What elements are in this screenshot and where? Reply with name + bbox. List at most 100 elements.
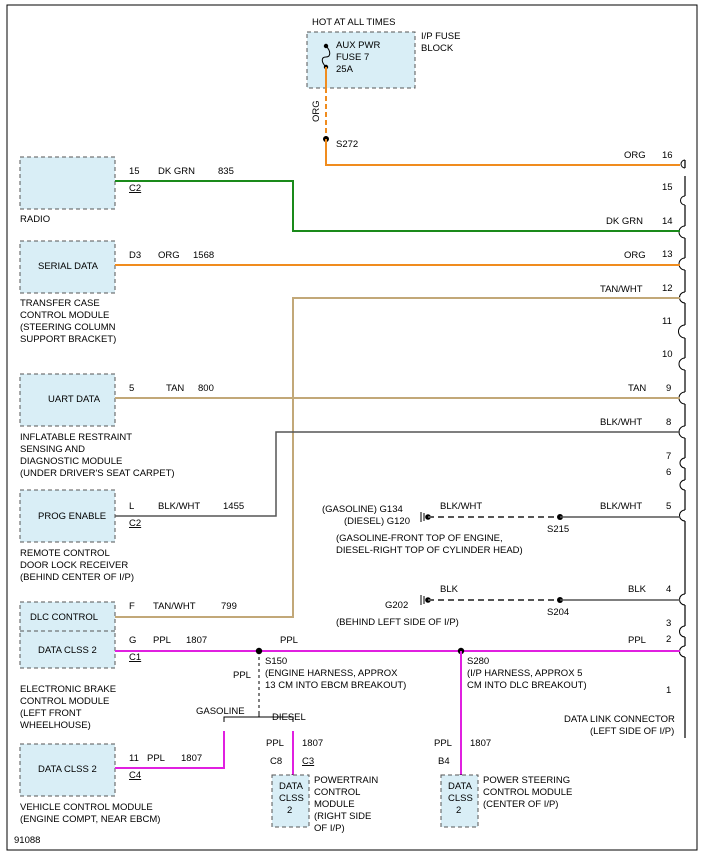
dlc-terminal-7 bbox=[679, 457, 686, 469]
diesel-label: DIESEL bbox=[272, 712, 306, 723]
wire-ppl-vcm bbox=[115, 731, 225, 769]
dlc-pin-12: 12 bbox=[662, 283, 673, 294]
s150-desc-2: 13 CM INTO EBCM BREAKOUT) bbox=[265, 680, 406, 691]
dlc-pin-10: 10 bbox=[662, 349, 673, 360]
dlc-pin-2: 2 bbox=[666, 634, 671, 645]
radio-desc: RADIO bbox=[20, 214, 50, 225]
pscm-desc-3: (CENTER OF I/P) bbox=[483, 799, 558, 810]
pin13-wire-label: ORG bbox=[624, 250, 646, 261]
hot-at-all-times-label: HOT AT ALL TIMES bbox=[312, 17, 395, 28]
dlc-terminal-4 bbox=[679, 593, 686, 606]
uart-desc-2: SENSING AND bbox=[20, 444, 85, 455]
gasoline-label: GASOLINE bbox=[196, 706, 245, 717]
fuse-block-label-2: BLOCK bbox=[421, 43, 454, 54]
dlc-pin-terminals bbox=[678, 159, 686, 658]
dlc-label-2: (LEFT SIDE OF I/P) bbox=[590, 726, 674, 737]
g134-wire-color: BLK/WHT bbox=[440, 501, 482, 512]
s280-desc-2: CM INTO DLC BREAKOUT) bbox=[467, 680, 587, 691]
dlc-terminal-15 bbox=[680, 195, 686, 206]
serial-circuit: 1568 bbox=[193, 250, 214, 261]
dlc-pin-4: 4 bbox=[666, 584, 671, 595]
uart-pin: 5 bbox=[129, 383, 134, 394]
pin4-wire-label: BLK bbox=[628, 584, 647, 595]
dlc-pin-14: 14 bbox=[662, 216, 673, 227]
pcm-box-line-1: DATA bbox=[279, 781, 304, 792]
fuse-wire-color: ORG bbox=[311, 100, 322, 122]
pscm-desc-2: CONTROL MODULE bbox=[483, 787, 572, 798]
g134-label-1: (GASOLINE) G134 bbox=[322, 504, 403, 515]
vcm-pin: 11 bbox=[129, 753, 139, 764]
fuse-symbol bbox=[321, 45, 331, 68]
s272-label: S272 bbox=[336, 139, 358, 150]
pcm-circuit: 1807 bbox=[302, 738, 323, 749]
g202-label: G202 bbox=[385, 600, 408, 611]
pcm-wire-color: PPL bbox=[266, 738, 284, 749]
dlc-pin-3: 3 bbox=[666, 618, 671, 629]
transfer-case-module-box bbox=[19, 240, 116, 294]
ground-g134-symbol bbox=[420, 512, 425, 522]
dlc-pin-13: 13 bbox=[662, 249, 673, 260]
g134-note-1: (GASOLINE-FRONT TOP OF ENGINE, bbox=[336, 533, 503, 544]
dlc-pin-6: 6 bbox=[666, 467, 671, 478]
ebcm-pin-f: F bbox=[129, 601, 135, 612]
prog-pin: L bbox=[129, 501, 134, 512]
vcm-box bbox=[19, 743, 116, 797]
prog-desc-2: DOOR LOCK RECEIVER bbox=[20, 560, 128, 571]
wire-blkwht-8 bbox=[115, 431, 680, 517]
uart-data-label: UART DATA bbox=[48, 394, 101, 405]
serial-data-label: SERIAL DATA bbox=[38, 261, 99, 272]
inflatable-restraint-module-box bbox=[19, 373, 116, 427]
prog-wire-color: BLK/WHT bbox=[158, 501, 200, 512]
g134-note-2: DIESEL-RIGHT TOP OF CYLINDER HEAD) bbox=[336, 545, 523, 556]
pin9-wire-label: TAN bbox=[628, 383, 646, 394]
g202-note: (BEHIND LEFT SIDE OF I/P) bbox=[336, 617, 459, 628]
pscm-box-line-2: CLSS bbox=[448, 793, 473, 804]
s150-wire-down: PPL bbox=[233, 670, 251, 681]
dlc-terminal-12 bbox=[679, 291, 686, 304]
prog-enable-label: PROG ENABLE bbox=[38, 511, 106, 522]
s150-wire-right: PPL bbox=[280, 635, 298, 646]
serial-wire-color: ORG bbox=[158, 250, 180, 261]
dlc-terminal-5 bbox=[679, 509, 686, 522]
g202-wire-color: BLK bbox=[440, 584, 459, 595]
vcm-data-clss2-label: DATA CLSS 2 bbox=[38, 764, 97, 775]
s280-label: S280 bbox=[467, 656, 489, 667]
dlc-label-1: DATA LINK CONNECTOR bbox=[564, 714, 675, 725]
pin5-wire-label: BLK/WHT bbox=[600, 501, 642, 512]
transfer-case-desc-4: SUPPORT BRACKET) bbox=[20, 334, 116, 345]
g134-label-2: (DIESEL) G120 bbox=[344, 516, 410, 527]
ebcm-wire-f: TAN/WHT bbox=[153, 601, 196, 612]
pin16-wire-label: ORG bbox=[624, 150, 646, 161]
pin2-wire-label: PPL bbox=[628, 635, 646, 646]
pscm-box-line-3: 2 bbox=[456, 805, 461, 816]
transfer-case-desc-1: TRANSFER CASE bbox=[20, 298, 100, 309]
radio-box bbox=[19, 156, 116, 210]
vcm-desc-2: (ENGINE COMPT, NEAR EBCM) bbox=[20, 814, 160, 825]
dlc-terminal-10 bbox=[678, 357, 686, 371]
dlc-pin-9: 9 bbox=[666, 383, 671, 394]
fuse-block-label-1: I/P FUSE bbox=[421, 31, 460, 42]
ebcm-desc-1: ELECTRONIC BRAKE bbox=[20, 684, 116, 695]
pcm-desc-3: MODULE bbox=[314, 799, 355, 810]
pcm-box-line-2: CLSS bbox=[279, 793, 304, 804]
ebcm-circuit-g: 1807 bbox=[186, 635, 207, 646]
wire-org-16 bbox=[325, 139, 680, 166]
dlc-pin-1: 1 bbox=[666, 685, 671, 696]
prog-circuit: 1455 bbox=[223, 501, 244, 512]
ebcm-desc-4: WHEELHOUSE) bbox=[20, 720, 91, 731]
radio-wire-color: DK GRN bbox=[158, 166, 195, 177]
uart-desc-1: INFLATABLE RESTRAINT bbox=[20, 432, 132, 443]
radio-pin: 15 bbox=[129, 166, 140, 177]
vcm-circuit: 1807 bbox=[181, 753, 202, 764]
ebcm-connector: C1 bbox=[129, 652, 141, 663]
uart-desc-4: (UNDER DRIVER'S SEAT CARPET) bbox=[20, 468, 175, 479]
uart-wire-color: TAN bbox=[166, 383, 184, 394]
ebcm-wire-g: PPL bbox=[153, 635, 171, 646]
prog-desc-1: REMOTE CONTROL bbox=[20, 548, 110, 559]
ebcm-data-clss2-label: DATA CLSS 2 bbox=[38, 645, 97, 656]
diagram-frame bbox=[6, 4, 698, 851]
pscm-pin: B4 bbox=[438, 756, 450, 767]
prog-connector: C2 bbox=[129, 518, 141, 529]
pcm-pin: C8 bbox=[270, 756, 282, 767]
